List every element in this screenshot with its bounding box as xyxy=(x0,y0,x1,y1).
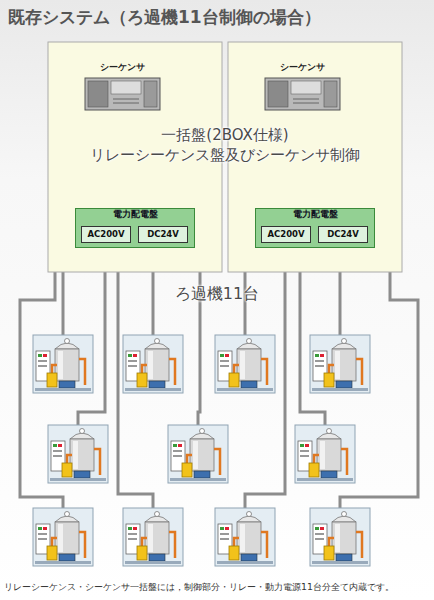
filter-unit xyxy=(215,335,275,393)
node-text: シーケンサ xyxy=(280,62,325,74)
node-text: 電力配電盤 xyxy=(293,209,338,221)
filter-unit xyxy=(123,335,183,393)
diagram-title: 既存システム（ろ過機11台制御の場合） xyxy=(8,6,321,29)
power-wires xyxy=(20,272,418,508)
group-label: ろ過機11台 xyxy=(140,284,294,305)
filter-unit xyxy=(168,425,228,483)
filter-unit xyxy=(48,425,108,483)
node-text: 電力配電盤 xyxy=(113,209,158,221)
node-text: AC200V xyxy=(267,229,304,240)
node-text: シーケンサ xyxy=(100,62,145,74)
wire xyxy=(339,272,342,335)
node-text: DC24V xyxy=(327,229,359,240)
sequencer: シーケンサ xyxy=(262,62,342,112)
voltage-box: AC200V xyxy=(261,226,311,243)
node-text: DC24V xyxy=(147,229,179,240)
power-distribution-panel: 電力配電盤 AC200V DC24V xyxy=(255,208,375,248)
wire xyxy=(152,272,155,335)
node-text: AC200V xyxy=(87,229,124,240)
voltage-box: DC24V xyxy=(318,226,368,243)
sequencer-device xyxy=(265,78,340,110)
wire xyxy=(244,272,247,335)
voltage-box: AC200V xyxy=(81,226,131,243)
filter-unit xyxy=(215,508,275,566)
voltage-box: DC24V xyxy=(138,226,188,243)
sequencer-device xyxy=(85,78,160,110)
filter-unit xyxy=(33,335,93,393)
filter-unit xyxy=(295,425,355,483)
panel-description: 一括盤(2BOX仕様) リレーシーケンス盤及びシーケンサ制御 xyxy=(80,126,370,165)
power-distribution-panel: 電力配電盤 AC200V DC24V xyxy=(75,208,195,248)
filter-unit xyxy=(310,508,370,566)
wire xyxy=(62,272,65,335)
filter-unit xyxy=(33,508,93,566)
diagram-caption: リレーシーケンス・シーケンサ一括盤には，制御部分・リレー・動力電源11台分全て内… xyxy=(4,581,432,594)
sequencer: シーケンサ xyxy=(82,62,162,112)
filter-unit xyxy=(310,335,370,393)
filter-unit xyxy=(123,508,183,566)
